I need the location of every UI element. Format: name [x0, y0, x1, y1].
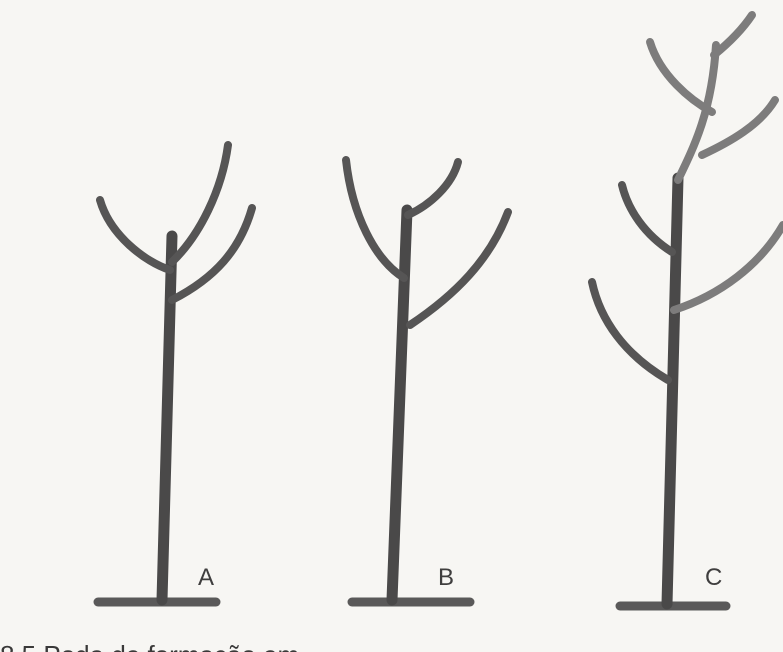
- tree-a-branch-left: [100, 200, 170, 270]
- tree-b-branch-right: [410, 212, 508, 325]
- tree-c: C: [592, 15, 783, 606]
- tree-b-branch-left: [346, 160, 404, 278]
- tree-c-trunk: [667, 178, 678, 604]
- tree-c-branch-top: [714, 15, 752, 55]
- tree-c-branch-mid-left: [622, 185, 672, 252]
- tree-c-branch-lower-left: [592, 282, 668, 380]
- tree-c-branch-lower-right: [674, 225, 783, 310]
- tree-a-branch-top: [172, 145, 228, 262]
- tree-b-label: B: [438, 564, 454, 591]
- tree-a-label: A: [198, 564, 214, 591]
- tree-a-trunk: [162, 236, 172, 600]
- tree-b-branch-top: [408, 162, 458, 215]
- tree-c-branch-upper-left: [650, 42, 712, 112]
- tree-c-label: C: [705, 564, 722, 591]
- tree-a: A: [98, 145, 252, 602]
- figure-caption: 8.5 Poda de formação em ...: [0, 640, 328, 652]
- tree-b: B: [346, 160, 508, 602]
